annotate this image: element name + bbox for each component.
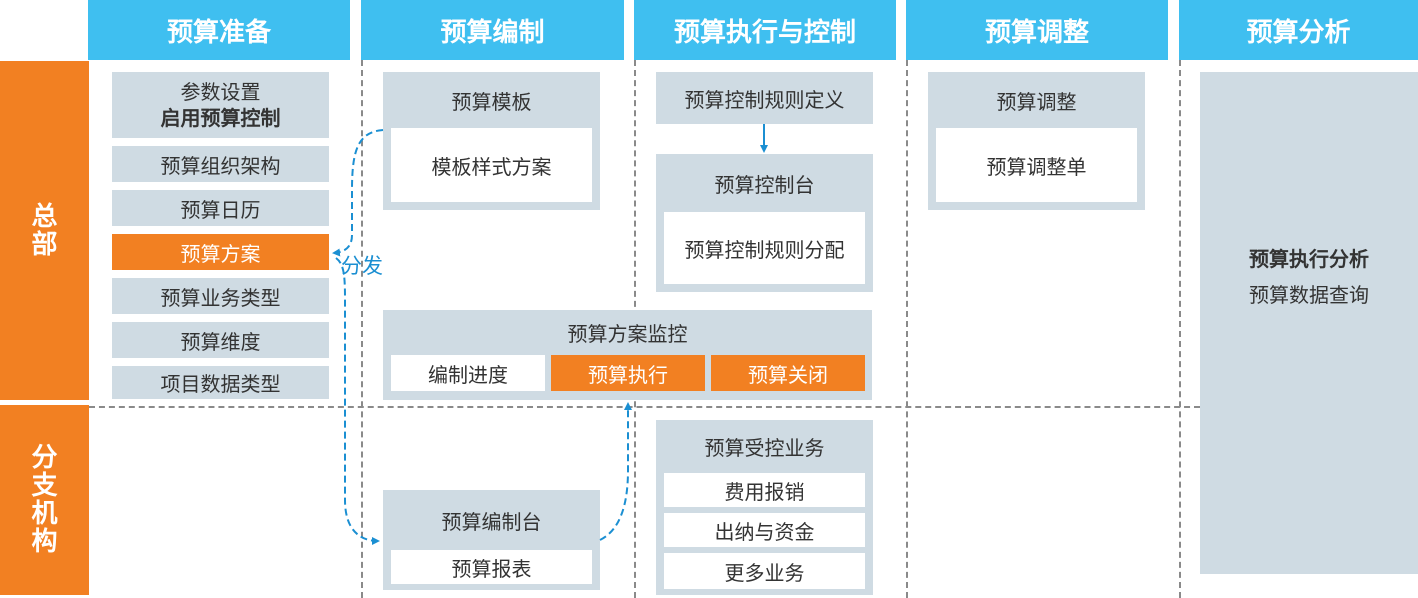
column-header-exec: 预算执行与控制 <box>634 0 896 60</box>
prep-item: 预算业务类型 <box>112 278 329 314</box>
column-header-prep: 预算准备 <box>88 0 350 60</box>
param-settings-sub: 启用预算控制 <box>160 106 281 130</box>
template-title: 预算模板 <box>451 89 532 114</box>
plan-monitor-box: 预算方案监控 编制进度 预算执行 预算关闭 <box>383 310 872 400</box>
param-settings-box: 参数设置 启用预算控制 <box>112 72 329 138</box>
monitor-item-close: 预算关闭 <box>711 355 865 391</box>
monitor-item-execute: 预算执行 <box>551 355 705 391</box>
monitor-item-progress: 编制进度 <box>391 355 545 391</box>
prep-item: 预算维度 <box>112 322 329 358</box>
adjust-item: 预算调整单 <box>936 128 1137 202</box>
row-label-headquarters: 总部 <box>0 61 89 400</box>
row-divider <box>89 406 1200 408</box>
control-console-title: 预算控制台 <box>714 172 815 197</box>
column-divider <box>1179 60 1181 598</box>
prep-item: 预算日历 <box>112 190 329 226</box>
row-label-branch: 分支机构 <box>0 405 89 595</box>
template-box: 预算模板 模板样式方案 <box>383 72 600 210</box>
adjust-box: 预算调整 预算调整单 <box>928 72 1145 210</box>
analysis-item-query: 预算数据查询 <box>1249 282 1369 307</box>
adjust-title: 预算调整 <box>996 89 1077 114</box>
controlled-business-title: 预算受控业务 <box>704 435 825 460</box>
prep-item: 项目数据类型 <box>112 366 329 399</box>
column-header-compile: 预算编制 <box>361 0 624 60</box>
column-divider <box>361 60 363 598</box>
controlled-business-item: 费用报销 <box>664 473 865 507</box>
row-label-branch-text: 分支机构 <box>31 443 58 557</box>
distribute-label: 分发 <box>341 254 383 278</box>
controlled-business-box: 预算受控业务 费用报销 出纳与资金 更多业务 <box>656 420 873 595</box>
column-header-analysis: 预算分析 <box>1179 0 1418 60</box>
analysis-panel: 预算执行分析 预算数据查询 <box>1200 72 1418 574</box>
arrow-desk-to-execute <box>599 402 632 541</box>
prep-item: 预算组织架构 <box>112 146 329 182</box>
analysis-item-execution: 预算执行分析 <box>1249 246 1369 271</box>
control-rule-definition: 预算控制规则定义 <box>656 72 873 124</box>
control-console-box: 预算控制台 预算控制规则分配 <box>656 154 873 292</box>
prep-item-budget-plan: 预算方案 <box>112 234 329 270</box>
plan-monitor-title: 预算方案监控 <box>567 321 688 346</box>
compile-desk-item: 预算报表 <box>391 550 592 584</box>
column-divider <box>906 60 908 598</box>
controlled-business-item: 更多业务 <box>664 553 865 589</box>
template-item: 模板样式方案 <box>391 128 592 202</box>
control-console-item: 预算控制规则分配 <box>664 212 865 284</box>
arrow-plan-to-desk <box>335 257 380 545</box>
param-settings-title: 参数设置 <box>180 80 261 104</box>
compile-desk-title: 预算编制台 <box>441 509 542 534</box>
controlled-business-item: 出纳与资金 <box>664 513 865 547</box>
column-header-adjust: 预算调整 <box>906 0 1168 60</box>
compile-desk-box: 预算编制台 预算报表 <box>383 490 600 590</box>
row-label-headquarters-text: 总部 <box>31 201 58 260</box>
arrow-template-to-plan <box>332 129 384 257</box>
